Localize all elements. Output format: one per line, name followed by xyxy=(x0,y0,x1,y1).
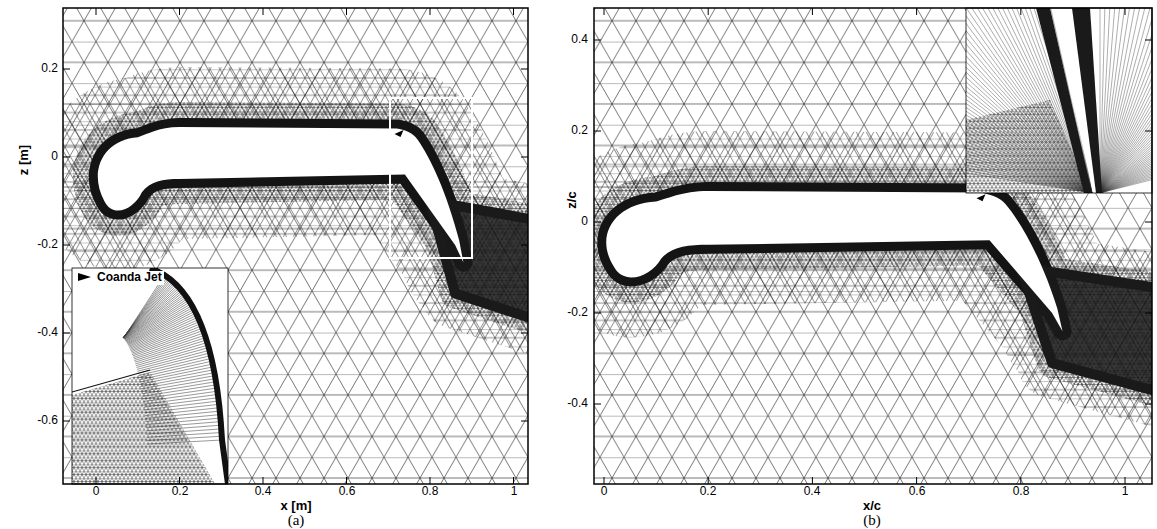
coarse-mesh xyxy=(594,8,1152,484)
tick-label: -0.4 xyxy=(37,326,58,339)
airfoil-body xyxy=(606,191,1062,331)
boundary-layer-mesh xyxy=(98,127,464,263)
zoom-inset xyxy=(966,8,1152,193)
airfoil-body xyxy=(98,127,464,263)
inset-block-edge xyxy=(72,370,150,392)
tick-label: -0.6 xyxy=(37,414,58,427)
inset-fine-mesh xyxy=(72,372,215,484)
plot-frame xyxy=(63,8,528,484)
callout-label: Coanda Jet xyxy=(95,271,164,284)
tick-label: -0.2 xyxy=(567,306,588,319)
tick-label: 0.4 xyxy=(571,33,588,46)
inset-frame xyxy=(72,268,228,484)
tick-label: 0 xyxy=(93,485,100,498)
tick-label: 1 xyxy=(511,485,518,498)
coanda-jet-mark xyxy=(977,194,986,201)
mesh-field xyxy=(594,8,1152,484)
tick-label: 0 xyxy=(51,150,58,163)
tick-label: 0.2 xyxy=(700,485,717,498)
fine-mesh xyxy=(63,8,528,484)
zoom-box xyxy=(390,98,472,258)
slot-gap xyxy=(1052,8,1095,193)
axis-title: z [m] xyxy=(17,145,31,175)
inset-frame xyxy=(966,8,1152,193)
boundary-layer-mesh xyxy=(606,191,1062,331)
tick-label: 0.4 xyxy=(255,485,272,498)
coarse-mesh xyxy=(63,8,528,484)
tick-label: 0.6 xyxy=(909,485,926,498)
axis-title: x/c xyxy=(863,499,881,513)
plot-ground xyxy=(63,8,528,484)
tick-label: -0.2 xyxy=(37,238,58,251)
inset-grid-lines xyxy=(966,8,1152,193)
panel-caption: (a) xyxy=(288,512,305,529)
axis-ticks xyxy=(63,8,528,484)
tick-label: 0 xyxy=(601,485,608,498)
fine-mesh xyxy=(594,8,1152,484)
tick-label: -0.4 xyxy=(567,397,588,410)
tick-label: 0 xyxy=(581,215,588,228)
medium-mesh xyxy=(63,8,528,484)
plot-frame xyxy=(594,8,1152,484)
axis-ticks xyxy=(594,8,1152,484)
mesh-field xyxy=(63,8,528,484)
axis-title: x [m] xyxy=(281,499,312,513)
tick-label: 0.4 xyxy=(804,485,821,498)
tick-label: 0.2 xyxy=(172,485,189,498)
tick-label: 0.6 xyxy=(339,485,356,498)
tick-label: 0.2 xyxy=(41,62,58,75)
tick-label: 0.8 xyxy=(422,485,439,498)
panel-caption: (b) xyxy=(863,512,881,529)
tick-label: 1 xyxy=(1122,485,1129,498)
zoom-inset xyxy=(72,268,228,484)
plot-ground xyxy=(594,8,1152,484)
axis-title: z/c xyxy=(565,191,579,208)
inset-airfoil xyxy=(152,268,228,484)
medium-mesh xyxy=(594,8,1152,484)
coanda-jet-mark xyxy=(78,273,91,281)
coanda-jet-mark xyxy=(395,130,404,137)
tick-label: 0.2 xyxy=(571,124,588,137)
tick-label: 0.8 xyxy=(1013,485,1030,498)
